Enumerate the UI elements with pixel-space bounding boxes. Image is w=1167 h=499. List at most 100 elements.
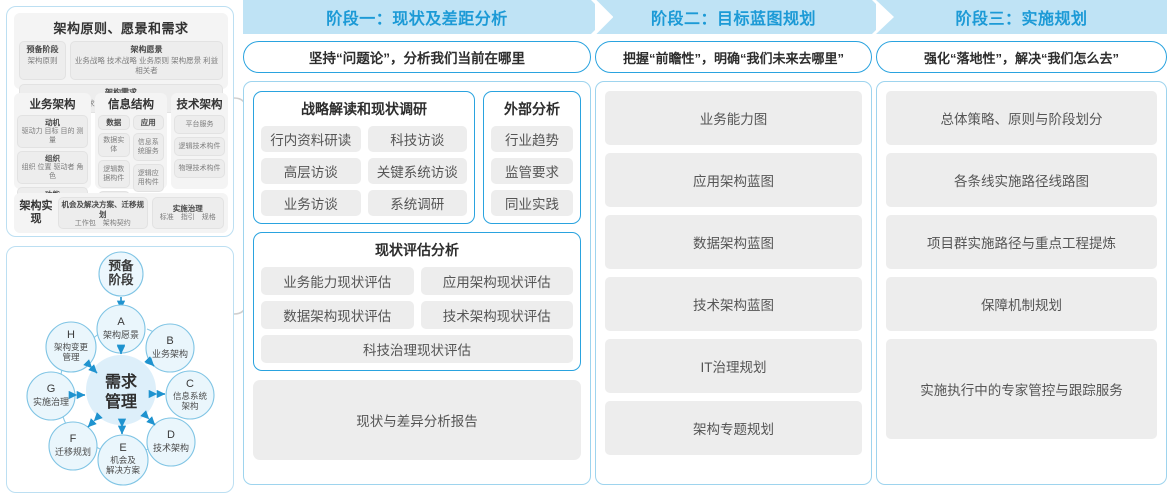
cell-data-entity: 数据实体 — [98, 133, 130, 157]
cell-sub: 架构原则 — [27, 56, 58, 65]
phase-1-top-row: 战略解读和现状调研 行内资料研读 科技访谈 高层访谈 关键系统访谈 业务访谈 系… — [253, 91, 581, 224]
cell-application: 应用 — [132, 115, 164, 130]
chip-peer-practice[interactable]: 同业实践 — [491, 190, 573, 216]
chip-regulatory-requirement[interactable]: 监管要求 — [491, 158, 573, 184]
phase-2-body: 业务能力图 应用架构蓝图 数据架构蓝图 技术架构蓝图 IT治理规划 架构专题规划 — [595, 81, 872, 485]
group-strategy-research: 战略解读和现状调研 行内资料研读 科技访谈 高层访谈 关键系统访谈 业务访谈 系… — [253, 91, 475, 224]
chip-business-interview[interactable]: 业务访谈 — [261, 190, 361, 216]
chip-key-system-interview[interactable]: 关键系统访谈 — [367, 158, 467, 184]
chip-architecture-topic-plan[interactable]: 架构专题规划 — [605, 401, 862, 455]
group-title: 现状评估分析 — [375, 242, 459, 258]
chip-row: 数据架构现状评估 技术架构现状评估 — [261, 301, 573, 329]
cell-title: 预备阶段 — [26, 45, 59, 54]
phase-3-column: 阶段三：实施规划 强化“落地性”，解决“我们怎么去” 总体策略、原则与阶段划分 … — [876, 0, 1167, 499]
cell-motivation: 动机 驱动力 目标 目的 测量 — [17, 115, 88, 148]
chip-line-implementation-roadmap[interactable]: 各条线实施路径线路图 — [886, 153, 1157, 207]
chip-industry-trend[interactable]: 行业趋势 — [491, 126, 573, 152]
cell-physical-technology-component: 物理技术构件 — [174, 159, 225, 178]
cell-sub: 信息系统服务 — [137, 139, 159, 155]
node-center-requirements-management — [86, 355, 156, 425]
phase-2-column: 阶段二：目标蓝图规划 把握“前瞻性”，明确“我们未来去哪里” 业务能力图 应用架… — [595, 0, 889, 499]
group-title: 外部分析 — [504, 101, 560, 117]
chip-row: 业务访谈 系统调研 — [261, 190, 467, 216]
phase-3-subtitle-text: 强化“落地性”，解决“我们怎么去” — [923, 50, 1119, 66]
cell-title: 数据 — [106, 118, 122, 127]
cell-sub: 工作包 架构契约 — [74, 220, 131, 227]
cell-implementation-governance: 实施治理 标准 指引 规格 — [151, 197, 224, 229]
chip-safeguard-mechanism-plan[interactable]: 保障机制规划 — [886, 277, 1157, 331]
cell-title: 实施治理 — [172, 203, 203, 213]
chip-business-capability-map[interactable]: 业务能力图 — [605, 91, 862, 145]
cell-sub: 组织 位置 驱动者 角色 — [21, 164, 84, 180]
phase-1-body: 战略解读和现状调研 行内资料研读 科技访谈 高层访谈 关键系统访谈 业务访谈 系… — [243, 81, 591, 485]
chip-technology-arch-blueprint[interactable]: 技术架构蓝图 — [605, 277, 862, 331]
cell-sub: 逻辑应用构件 — [137, 170, 159, 186]
chip-tech-governance-assessment[interactable]: 科技治理现状评估 — [261, 335, 573, 363]
chip-it-governance-plan[interactable]: IT治理规划 — [605, 339, 862, 393]
phase-columns: 阶段一：现状及差距分析 坚持“问题论”，分析我们当前在哪里 战略解读和现状调研 … — [243, 0, 1167, 499]
chip-data-arch-assessment[interactable]: 数据架构现状评估 — [261, 301, 414, 329]
togaf-framework-panel: 架构原则、愿景和需求 预备阶段 架构原则 架构愿景 业务战略 技术战略 业务原则… — [6, 6, 234, 237]
chip-application-arch-blueprint[interactable]: 应用架构蓝图 — [605, 153, 862, 207]
cell-logical-data-component: 逻辑数据构件 — [98, 160, 130, 188]
chip-system-survey[interactable]: 系统调研 — [367, 190, 467, 216]
phase-3-banner-text: 阶段三：实施规划 — [955, 11, 1088, 28]
phase-3-list: 总体策略、原则与阶段划分 各条线实施路径线路图 项目群实施路径与重点工程提炼 保… — [886, 91, 1157, 475]
chip-row: 高层访谈 关键系统访谈 — [261, 158, 467, 184]
node-prep-line2: 阶段 — [108, 272, 134, 287]
cell-data: 数据 — [98, 115, 130, 130]
architecture-columns: 业务架构 动机 驱动力 目标 目的 测量 组织 组织 位置 驱动者 角色 功能 … — [14, 93, 228, 223]
cell-sub: 平台服务 — [185, 121, 214, 128]
node-prep-line1: 预备 — [108, 258, 134, 273]
node-h-label2: 管理 — [62, 352, 80, 362]
group-current-state-assessment: 现状评估分析 业务能力现状评估 应用架构现状评估 数据架构现状评估 技术架构现状… — [253, 232, 581, 371]
chip-application-arch-assessment[interactable]: 应用架构现状评估 — [420, 267, 573, 295]
chip-business-capability-assessment[interactable]: 业务能力现状评估 — [261, 267, 414, 295]
column-head: 信息结构 — [108, 99, 154, 111]
node-g-key: G — [47, 383, 56, 395]
node-a — [96, 304, 146, 354]
node-f-key: F — [70, 433, 77, 445]
node-h-label1: 架构变更 — [54, 342, 89, 352]
cell-logical-application-component: 逻辑应用构件 — [132, 164, 164, 192]
left-column: 架构原则、愿景和需求 预备阶段 架构原则 架构愿景 业务战略 技术战略 业务原则… — [6, 6, 234, 493]
phase-2-list: 业务能力图 应用架构蓝图 数据架构蓝图 技术架构蓝图 IT治理规划 架构专题规划 — [605, 91, 862, 475]
cell-logical-technology-component: 逻辑技术构件 — [174, 137, 225, 156]
node-prep-stage — [98, 251, 144, 297]
phase-1-report[interactable]: 现状与差异分析报告 — [253, 380, 581, 460]
phase-2-subtitle: 把握“前瞻性”，明确“我们未来去哪里” — [595, 41, 872, 73]
phase-1-banner: 阶段一：现状及差距分析 — [243, 0, 608, 34]
cell-title: 架构愿景 — [130, 45, 163, 54]
phase-1-subtitle-text: 坚持“问题论”，分析我们当前在哪里 — [309, 51, 525, 66]
node-f — [48, 421, 98, 471]
node-c — [165, 370, 215, 420]
cell-arch-vision: 架构愿景 业务战略 技术战略 业务原则 架构愿景 利益相关者 — [70, 41, 223, 80]
node-b-label: 业务架构 — [152, 348, 188, 359]
phase-3-body: 总体策略、原则与阶段划分 各条线实施路径线路图 项目群实施路径与重点工程提炼 保… — [876, 81, 1167, 485]
block-title: 架构原则、愿景和需求 — [53, 21, 189, 36]
realization-label: 架构实现 — [19, 200, 53, 225]
chip-program-path-key-projects[interactable]: 项目群实施路径与重点工程提炼 — [886, 215, 1157, 269]
chip-executive-interview[interactable]: 高层访谈 — [261, 158, 361, 184]
group-external-analysis: 外部分析 行业趋势 监管要求 同业实践 — [483, 91, 581, 224]
node-e-label2: 解决方案 — [106, 465, 141, 475]
group-title: 战略解读和现状调研 — [301, 101, 427, 117]
chip-expert-control-tracking-service[interactable]: 实施执行中的专家管控与跟踪服务 — [886, 339, 1157, 439]
center-line2: 管理 — [105, 392, 137, 411]
phase-1-subtitle: 坚持“问题论”，分析我们当前在哪里 — [243, 41, 591, 73]
chip-internal-material-review[interactable]: 行内资料研读 — [261, 126, 361, 152]
chip-overall-strategy-principles-phasing[interactable]: 总体策略、原则与阶段划分 — [886, 91, 1157, 145]
chip-data-arch-blueprint[interactable]: 数据架构蓝图 — [605, 215, 862, 269]
node-a-key: A — [117, 316, 125, 328]
chip-tech-interview[interactable]: 科技访谈 — [367, 126, 467, 152]
chip-technology-arch-assessment[interactable]: 技术架构现状评估 — [420, 301, 573, 329]
node-c-label2: 架构 — [181, 401, 198, 411]
cell-title: 组织 — [45, 154, 60, 163]
node-d-label: 技术架构 — [153, 442, 189, 453]
phase-3-subtitle: 强化“落地性”，解决“我们怎么去” — [876, 41, 1167, 73]
node-g-label: 实施治理 — [33, 396, 69, 407]
cell-opportunities-migration: 机会及解决方案、迁移规划 工作包 架构契约 — [58, 197, 148, 229]
architecture-realization-block: 架构实现 机会及解决方案、迁移规划 工作包 架构契约 实施治理 标准 指引 规格 — [14, 193, 228, 233]
column-head: 业务架构 — [29, 99, 76, 111]
node-d-key: D — [167, 429, 175, 441]
